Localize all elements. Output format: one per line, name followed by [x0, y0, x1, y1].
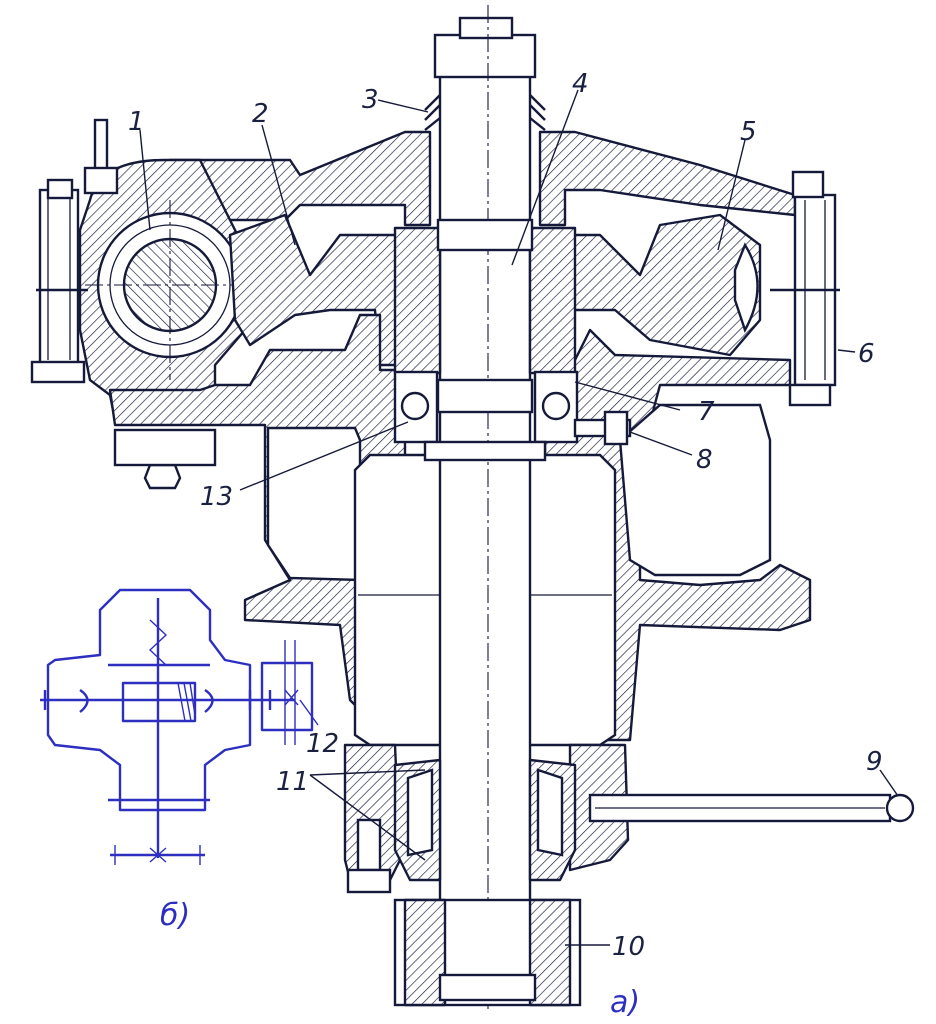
upper-hub-left [393, 226, 442, 375]
part-labels: 1 2 3 4 5 6 7 8 9 10 11 12 13 а) б) [128, 69, 883, 1020]
bottom-stud [143, 463, 182, 490]
label-7: 7 [698, 397, 715, 427]
label-11: 11 [276, 767, 309, 797]
upper-bearing-right [533, 370, 579, 444]
vent-pipe [83, 118, 119, 195]
lower-coupling-10 [393, 898, 582, 1007]
label-5: 5 [740, 117, 757, 147]
main-shaft [438, 73, 532, 912]
label-9: 9 [866, 747, 883, 777]
label-6: 6 [858, 339, 875, 369]
right-flange-bolt [770, 170, 840, 407]
left-cavity [266, 426, 362, 582]
view-a-caption: а) [610, 985, 640, 1020]
dipstick-9 [588, 793, 915, 823]
kinematic-schematic [40, 588, 319, 865]
label-12: 12 [306, 729, 339, 759]
tapered-bearing-left [393, 758, 442, 882]
label-10: 10 [612, 932, 645, 962]
view-b-caption: б) [160, 898, 190, 933]
label-8: 8 [696, 445, 713, 475]
right-cavity [618, 403, 772, 577]
label-2: 2 [252, 99, 269, 129]
upper-bearing-left [393, 370, 439, 444]
label-4: 4 [572, 69, 589, 99]
bolt-8 [573, 410, 632, 446]
shaft-nut [433, 33, 537, 79]
left-flange-bolt [30, 178, 88, 384]
label-1: 1 [128, 107, 145, 137]
upper-cover-right [538, 130, 797, 227]
leader-lines [139, 89, 899, 946]
main-section-view [30, 5, 915, 1010]
tapered-bearing-right [528, 758, 577, 882]
upper-hub-right [528, 226, 577, 375]
drain-bolt [346, 818, 392, 894]
schematic-outline [46, 588, 252, 812]
label-3: 3 [362, 85, 379, 115]
label-13: 13 [200, 482, 233, 512]
upper-seal [424, 94, 546, 131]
